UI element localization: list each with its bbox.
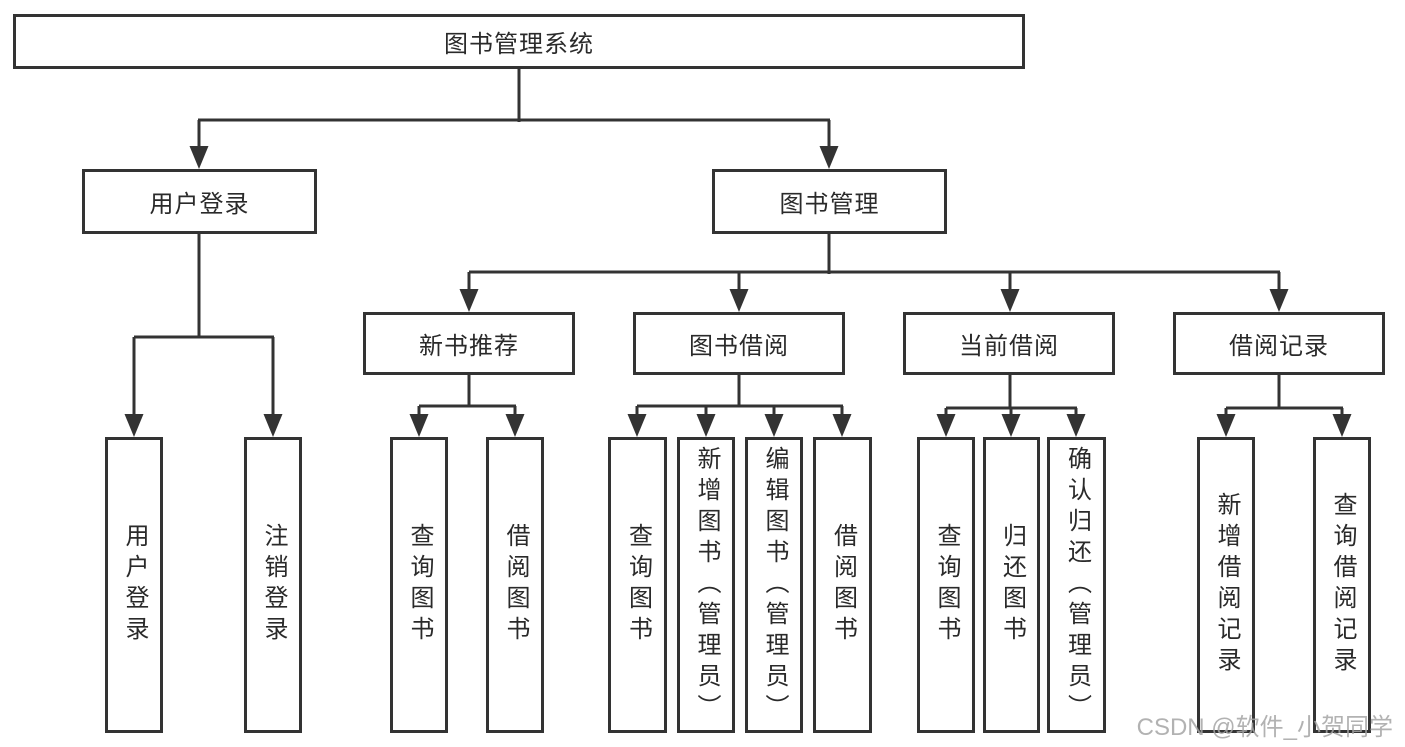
leaf-recommend-borrow-books-label: 借阅图书 bbox=[502, 523, 529, 647]
node-root: 图书管理系统 bbox=[13, 14, 1025, 69]
leaf-recommend-borrow-books: 借阅图书 bbox=[486, 437, 544, 733]
leaf-borrow-edit-books-admin: 编辑图书（管理员） bbox=[745, 437, 803, 733]
leaf-records-query-record-label: 查询借阅记录 bbox=[1329, 492, 1356, 678]
leaf-user-login-label: 用户登录 bbox=[121, 523, 148, 647]
leaf-records-query-record: 查询借阅记录 bbox=[1313, 437, 1371, 733]
leaf-borrow-add-books-admin-label: 新增图书（管理员） bbox=[693, 445, 720, 725]
node-borrow-records: 借阅记录 bbox=[1173, 312, 1385, 375]
leaf-current-return-books: 归还图书 bbox=[983, 437, 1040, 733]
leaf-logout: 注销登录 bbox=[244, 437, 302, 733]
leaf-borrow-borrow-books: 借阅图书 bbox=[813, 437, 872, 733]
leaf-current-confirm-return-admin: 确认归还（管理员） bbox=[1047, 437, 1106, 733]
leaf-current-query-books-label: 查询图书 bbox=[933, 523, 960, 647]
leaf-user-login: 用户登录 bbox=[105, 437, 163, 733]
leaf-records-add-record: 新增借阅记录 bbox=[1197, 437, 1255, 733]
node-root-label: 图书管理系统 bbox=[444, 31, 594, 58]
node-current-borrow: 当前借阅 bbox=[903, 312, 1115, 375]
node-user-login-label: 用户登录 bbox=[149, 191, 250, 218]
leaf-records-add-record-label: 新增借阅记录 bbox=[1213, 492, 1240, 678]
leaf-logout-label: 注销登录 bbox=[260, 523, 287, 647]
leaf-borrow-edit-books-admin-label: 编辑图书（管理员） bbox=[761, 445, 788, 725]
node-new-book-recommend-label: 新书推荐 bbox=[419, 333, 519, 360]
leaf-borrow-borrow-books-label: 借阅图书 bbox=[829, 523, 857, 647]
node-current-borrow-label: 当前借阅 bbox=[959, 333, 1059, 360]
node-book-management-label: 图书管理 bbox=[779, 191, 880, 218]
node-borrow-records-label: 借阅记录 bbox=[1229, 333, 1329, 360]
leaf-recommend-query-books-label: 查询图书 bbox=[406, 523, 433, 647]
node-new-book-recommend: 新书推荐 bbox=[363, 312, 575, 375]
node-book-borrow-label: 图书借阅 bbox=[689, 333, 789, 360]
leaf-current-confirm-return-admin-label: 确认归还（管理员） bbox=[1063, 445, 1091, 725]
leaf-borrow-add-books-admin: 新增图书（管理员） bbox=[677, 437, 735, 733]
csdn-watermark: CSDN @软件_小贺同学 bbox=[1136, 714, 1393, 741]
node-book-borrow: 图书借阅 bbox=[633, 312, 845, 375]
leaf-borrow-query-books: 查询图书 bbox=[608, 437, 667, 733]
leaf-borrow-query-books-label: 查询图书 bbox=[624, 523, 652, 647]
node-user-login: 用户登录 bbox=[82, 169, 317, 234]
leaf-current-return-books-label: 归还图书 bbox=[998, 523, 1026, 647]
leaf-recommend-query-books: 查询图书 bbox=[390, 437, 448, 733]
leaf-current-query-books: 查询图书 bbox=[917, 437, 975, 733]
node-book-management: 图书管理 bbox=[712, 169, 947, 234]
